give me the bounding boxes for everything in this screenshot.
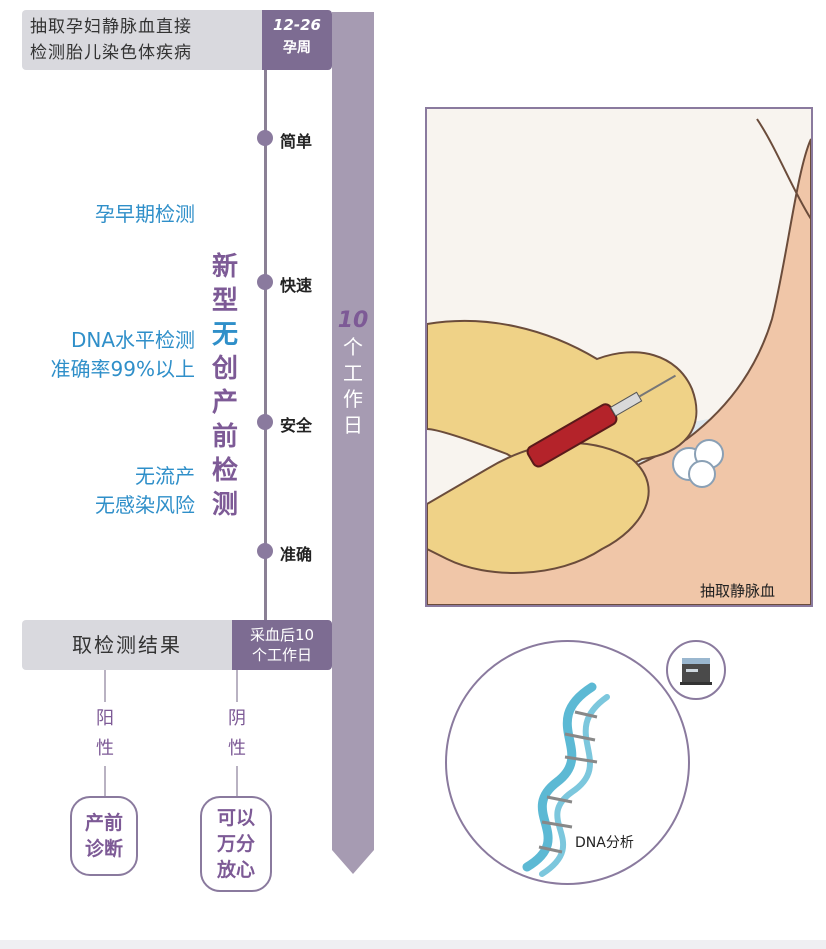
workday-char: 个 bbox=[343, 335, 363, 359]
timeline-point-simple: 简单 bbox=[280, 132, 313, 151]
title-char: 检 bbox=[211, 456, 238, 486]
dna-caption: DNA分析 bbox=[575, 835, 634, 851]
branch-connector bbox=[104, 766, 106, 796]
positive-label: 阳 性 bbox=[90, 704, 120, 764]
header-line-2: 检测胎儿染色体疾病 bbox=[30, 43, 192, 63]
title-char: 创 bbox=[211, 354, 238, 384]
photo-caption: 抽取静脉血 bbox=[700, 582, 776, 600]
risk-line-2: 无感染风险 bbox=[95, 493, 195, 517]
bottom-rule bbox=[0, 940, 826, 949]
risk-text: 无流产 无感染风险 bbox=[20, 462, 195, 520]
dna-helix-icon bbox=[522, 682, 610, 877]
timeline-point-safe: 安全 bbox=[280, 416, 313, 435]
result-label: 取检测结果 bbox=[72, 633, 182, 657]
timeline-point-fast: 快速 bbox=[280, 276, 313, 295]
branch-connector bbox=[104, 670, 106, 702]
positive-char: 性 bbox=[96, 738, 114, 759]
result-badge: 采血后10 个工作日 bbox=[232, 620, 332, 670]
title-char: 无 bbox=[211, 320, 238, 350]
branch-connector bbox=[236, 766, 238, 796]
positive-char: 阳 bbox=[96, 708, 114, 729]
negative-char: 阴 bbox=[228, 708, 246, 729]
sequencer-circle bbox=[666, 640, 726, 700]
gestation-range: 12-26 bbox=[273, 16, 321, 34]
header-line-1: 抽取孕妇静脉血直接 bbox=[30, 17, 192, 37]
workday-char: 作 bbox=[343, 387, 363, 411]
vertical-title: 新 型 无 创 产 前 检 测 bbox=[207, 250, 243, 522]
result-badge-line-1: 采血后10 bbox=[249, 626, 315, 644]
title-char: 前 bbox=[211, 422, 238, 452]
timeline-dot bbox=[257, 130, 273, 146]
workday-number: 10 bbox=[337, 308, 369, 333]
timeline-spine bbox=[264, 70, 267, 625]
title-char: 新 bbox=[211, 252, 238, 282]
dna-line-1: DNA水平检测 bbox=[70, 328, 195, 352]
workday-label: 10 个 工 作 日 bbox=[332, 308, 374, 438]
header-text: 抽取孕妇静脉血直接 检测胎儿染色体疾病 bbox=[30, 14, 260, 66]
negative-action-pill: 可以 万分 放心 bbox=[200, 796, 272, 892]
negative-action-line: 万分 bbox=[216, 833, 255, 855]
positive-action-line: 产前 bbox=[84, 812, 123, 834]
workday-arrow bbox=[332, 12, 374, 874]
gestation-unit: 孕周 bbox=[283, 40, 311, 56]
result-badge-line-2: 个工作日 bbox=[251, 646, 312, 664]
negative-action-line: 放心 bbox=[216, 859, 255, 881]
positive-action-pill: 产前 诊断 bbox=[70, 796, 138, 876]
title-char: 测 bbox=[211, 490, 238, 520]
gestation-badge: 12-26 孕周 bbox=[262, 10, 332, 70]
workday-char: 工 bbox=[343, 361, 363, 385]
timeline-dot bbox=[257, 414, 273, 430]
timeline-dot bbox=[257, 274, 273, 290]
branch-connector bbox=[236, 670, 238, 702]
dna-analysis-circle bbox=[445, 640, 690, 885]
negative-char: 性 bbox=[228, 738, 246, 759]
title-char: 型 bbox=[211, 286, 238, 316]
negative-label: 阴 性 bbox=[222, 704, 252, 764]
timeline-point-accurate: 准确 bbox=[280, 545, 313, 564]
blood-draw-illustration bbox=[425, 107, 813, 607]
workday-char: 日 bbox=[343, 413, 363, 437]
timeline-dot bbox=[257, 543, 273, 559]
negative-action-line: 可以 bbox=[216, 807, 255, 829]
title-char: 产 bbox=[211, 388, 238, 418]
risk-line-1: 无流产 bbox=[135, 464, 195, 488]
positive-action-line: 诊断 bbox=[84, 838, 123, 860]
header-banner bbox=[22, 10, 262, 70]
early-detection-text: 孕早期检测 bbox=[95, 202, 195, 226]
arm-syringe-drawing bbox=[427, 109, 811, 605]
dna-line-2: 准确率99%以上 bbox=[50, 357, 195, 381]
dna-accuracy-text: DNA水平检测 准确率99%以上 bbox=[20, 326, 195, 384]
sequencer-machine-icon bbox=[680, 658, 712, 685]
result-bar bbox=[22, 620, 232, 670]
